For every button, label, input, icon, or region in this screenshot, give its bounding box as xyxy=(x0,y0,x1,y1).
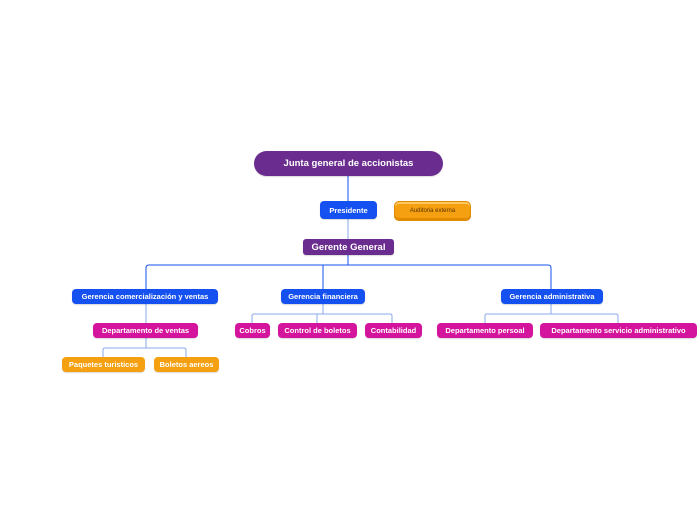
contabilidad-node[interactable]: Contabilidad xyxy=(365,323,422,338)
gerencia-comercial-node[interactable]: Gerencia comercialización y ventas xyxy=(72,289,218,304)
connector-administrativa-depts xyxy=(484,304,619,323)
gerencia-financiera-node[interactable]: Gerencia financiera xyxy=(281,289,365,304)
gerencia-administrativa-node[interactable]: Gerencia administrativa xyxy=(501,289,603,304)
departamento-ventas-node[interactable]: Departamento de ventas xyxy=(93,323,198,338)
cobros-node[interactable]: Cobros xyxy=(235,323,270,338)
root-node[interactable]: Junta general de accionistas xyxy=(254,151,443,176)
gerente-general-node[interactable]: Gerente General xyxy=(303,239,394,255)
paquetes-turisticos-node[interactable]: Paquetes turisticos xyxy=(62,357,145,372)
connector-ventas-leaves xyxy=(102,338,187,357)
control-boletos-node[interactable]: Control de boletos xyxy=(278,323,357,338)
connector-gerente-gerencias xyxy=(145,255,552,289)
connector-financiera-depts xyxy=(251,304,393,323)
boletos-aereos-node[interactable]: Boletos aereos xyxy=(154,357,219,372)
departamento-servicio-administrativo-node[interactable]: Departamento servicio administrativo xyxy=(540,323,697,338)
departamento-persoal-node[interactable]: Departamento persoal xyxy=(437,323,533,338)
presidente-node[interactable]: Presidente xyxy=(320,201,377,219)
auditoria-node[interactable]: Auditoria externa xyxy=(394,201,471,221)
